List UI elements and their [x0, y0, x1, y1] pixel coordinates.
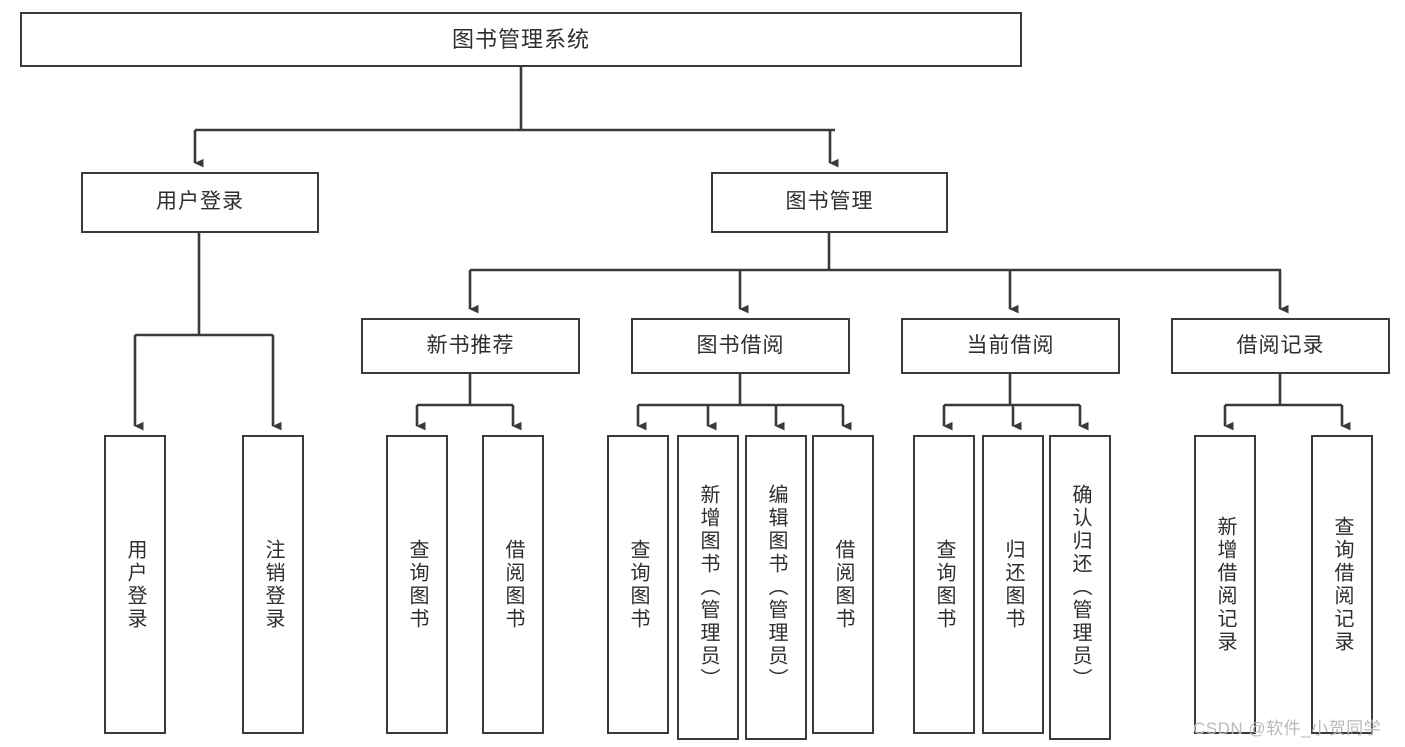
node-leaf-add-borrow-record[interactable]: 新增借阅记录 [1194, 435, 1256, 734]
node-book-borrow[interactable]: 图书借阅 [631, 318, 850, 374]
node-leaf-add-book[interactable]: 新增图书（管理员） [677, 435, 739, 740]
node-current-borrow-label: 当前借阅 [966, 333, 1055, 357]
node-leaf-return-book-label: 归还图书 [1002, 538, 1024, 631]
node-leaf-user-login-label: 用户登录 [124, 538, 146, 631]
node-leaf-confirm-return-label: 确认归还（管理员） [1069, 484, 1091, 691]
node-leaf-query-book-current[interactable]: 查询图书 [913, 435, 975, 734]
node-leaf-query-borrow-record-label: 查询借阅记录 [1331, 515, 1353, 654]
node-root-system-label: 图书管理系统 [451, 26, 590, 52]
node-borrow-record[interactable]: 借阅记录 [1171, 318, 1390, 374]
node-leaf-borrow-book-new[interactable]: 借阅图书 [482, 435, 544, 734]
node-borrow-record-label: 借阅记录 [1236, 333, 1325, 357]
node-leaf-borrow-book-new-label: 借阅图书 [502, 538, 524, 631]
node-leaf-logout-label: 注销登录 [262, 538, 284, 631]
node-book-borrow-label: 图书借阅 [696, 333, 785, 357]
node-new-book-recommend-label: 新书推荐 [426, 333, 515, 357]
node-book-manage[interactable]: 图书管理 [711, 172, 948, 233]
node-leaf-query-borrow-record[interactable]: 查询借阅记录 [1311, 435, 1373, 734]
node-leaf-query-book-new-label: 查询图书 [406, 538, 428, 631]
node-user-login[interactable]: 用户登录 [81, 172, 319, 233]
node-leaf-return-book[interactable]: 归还图书 [982, 435, 1044, 734]
node-leaf-query-book-current-label: 查询图书 [933, 538, 955, 631]
node-book-manage-label: 图书管理 [785, 190, 874, 214]
node-leaf-confirm-return[interactable]: 确认归还（管理员） [1049, 435, 1111, 740]
node-leaf-query-book[interactable]: 查询图书 [607, 435, 669, 734]
node-leaf-borrow-book-label: 借阅图书 [832, 538, 854, 631]
node-leaf-logout[interactable]: 注销登录 [242, 435, 304, 734]
node-leaf-edit-book[interactable]: 编辑图书（管理员） [745, 435, 807, 740]
watermark-csdn: CSDN @软件_小贺同学 [1193, 719, 1382, 738]
node-leaf-query-book-label: 查询图书 [627, 538, 649, 631]
node-leaf-add-borrow-record-label: 新增借阅记录 [1214, 515, 1236, 654]
node-leaf-query-book-new[interactable]: 查询图书 [386, 435, 448, 734]
node-current-borrow[interactable]: 当前借阅 [901, 318, 1120, 374]
node-leaf-edit-book-label: 编辑图书（管理员） [765, 484, 787, 691]
node-root-system[interactable]: 图书管理系统 [20, 12, 1022, 67]
node-new-book-recommend[interactable]: 新书推荐 [361, 318, 580, 374]
node-leaf-add-book-label: 新增图书（管理员） [697, 484, 719, 691]
node-leaf-user-login[interactable]: 用户登录 [104, 435, 166, 734]
node-user-login-label: 用户登录 [156, 190, 244, 214]
node-leaf-borrow-book[interactable]: 借阅图书 [812, 435, 874, 734]
